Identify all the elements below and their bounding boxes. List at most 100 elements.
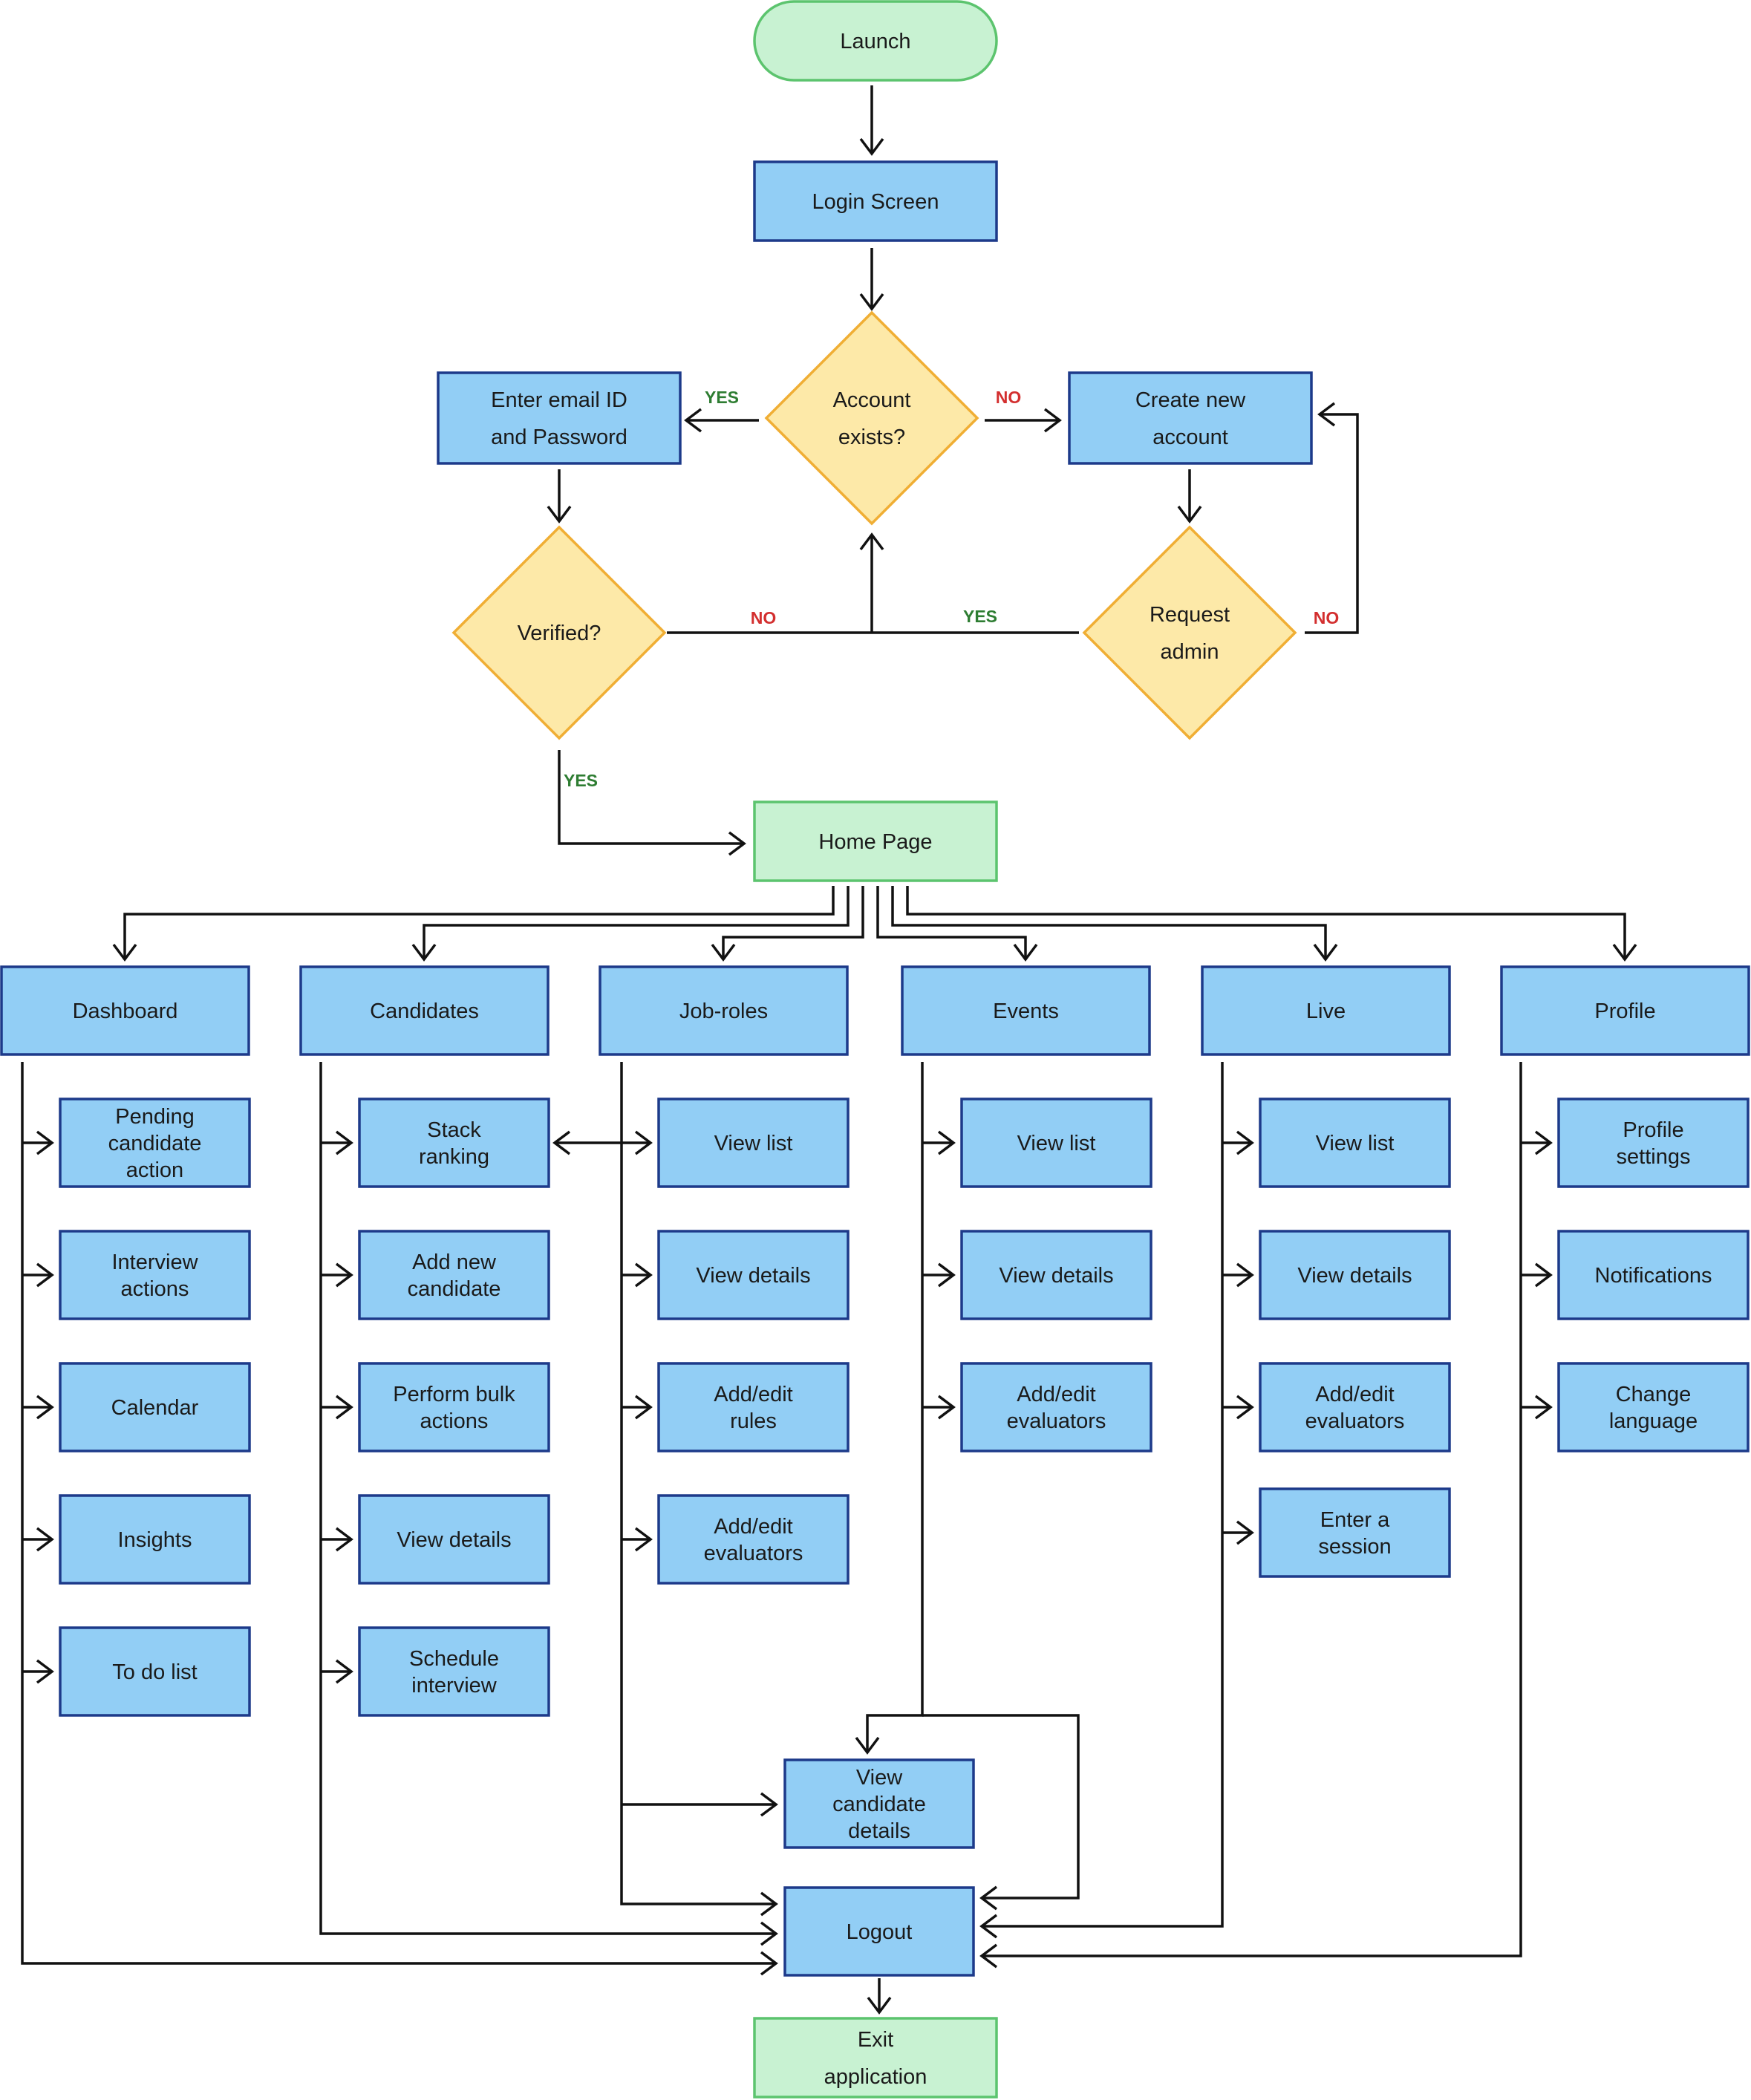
arrowhead xyxy=(552,1130,571,1155)
arrowhead xyxy=(335,1395,353,1420)
notifications-node: Notifications xyxy=(1557,1230,1750,1320)
arrowhead xyxy=(684,408,702,433)
live-view-details-label: View details xyxy=(1297,1264,1412,1288)
arrowhead xyxy=(634,1395,653,1420)
arrowhead xyxy=(1177,505,1202,524)
arrowhead xyxy=(335,1262,353,1288)
arrowhead xyxy=(760,1951,778,1976)
job-roles-node: Job-roles xyxy=(599,965,849,1056)
arrowhead xyxy=(937,1262,956,1288)
profile-to-logout xyxy=(982,1062,1522,1957)
home-to-job-roles xyxy=(722,886,864,959)
jobroles-view-details-label: View details xyxy=(696,1264,810,1288)
arrowhead xyxy=(335,1527,353,1552)
arrowhead xyxy=(855,1736,880,1755)
home-to-dashboard xyxy=(123,886,835,959)
calendar-node: Calendar xyxy=(59,1362,251,1452)
jobroles-view-list-node: View list xyxy=(657,1098,850,1188)
events-view-details-label: View details xyxy=(999,1264,1113,1288)
arrowhead xyxy=(859,532,884,551)
arrowhead xyxy=(36,1527,54,1552)
live-view-list-label: View list xyxy=(1316,1132,1395,1155)
events-view-list-node: View list xyxy=(960,1098,1152,1188)
jobroles-to-logout xyxy=(620,1062,776,1905)
arrowhead xyxy=(36,1262,54,1288)
account-no-label: NO xyxy=(996,388,1022,407)
jobroles-view-details-node: View details xyxy=(657,1230,850,1320)
candidates-label: Candidates xyxy=(370,1000,479,1023)
home-to-events xyxy=(876,886,1027,959)
notifications-label: Notifications xyxy=(1595,1264,1712,1288)
arrowhead xyxy=(1313,943,1338,962)
arrowhead xyxy=(1236,1520,1254,1545)
arrowhead xyxy=(867,1996,892,2015)
job-roles-label: Job-roles xyxy=(679,1000,768,1023)
arrowhead xyxy=(760,1792,778,1817)
logout-node: Logout xyxy=(783,1886,975,1977)
candidates-node: Candidates xyxy=(299,965,550,1056)
events-to-logout xyxy=(922,1714,1080,1900)
arrowhead xyxy=(1534,1130,1553,1155)
arrowhead xyxy=(36,1130,54,1155)
jobroles-view-list-label: View list xyxy=(714,1132,793,1155)
verified-yes-label: YES xyxy=(564,771,598,790)
live-view-details-node: View details xyxy=(1259,1230,1451,1320)
login-screen-node: Login Screen xyxy=(753,160,998,242)
arrowhead xyxy=(1013,943,1038,962)
arrowhead xyxy=(411,943,437,962)
dashboard-to-logout xyxy=(21,1062,776,1965)
home-to-live xyxy=(891,886,1327,959)
events-label: Events xyxy=(993,1000,1059,1023)
arrowhead xyxy=(36,1395,54,1420)
connector-lines xyxy=(21,85,1637,2015)
launch-label: Launch xyxy=(840,30,910,53)
arrowhead xyxy=(937,1395,956,1420)
events-view-details-node: View details xyxy=(960,1230,1152,1320)
arrowhead xyxy=(1043,408,1062,433)
dashboard-node: Dashboard xyxy=(0,965,250,1056)
to-do-list-label: To do list xyxy=(112,1660,197,1684)
verified-yes-edge xyxy=(558,750,744,845)
calendar-label: Calendar xyxy=(111,1396,199,1420)
arrowhead xyxy=(859,293,884,311)
events-node: Events xyxy=(901,965,1151,1056)
arrowhead xyxy=(547,505,572,524)
home-to-profile xyxy=(906,886,1626,959)
live-label: Live xyxy=(1306,1000,1346,1023)
arrowhead xyxy=(634,1262,653,1288)
candidates-view-details-node: View details xyxy=(358,1494,550,1585)
launch-node: Launch xyxy=(753,0,998,82)
arrowhead xyxy=(1534,1395,1553,1420)
profile-node: Profile xyxy=(1500,965,1750,1056)
home-page-node: Home Page xyxy=(753,800,998,882)
arrowhead xyxy=(1317,402,1336,427)
to-do-list-node: To do list xyxy=(59,1626,251,1717)
candidates-view-details-label: View details xyxy=(397,1528,511,1552)
